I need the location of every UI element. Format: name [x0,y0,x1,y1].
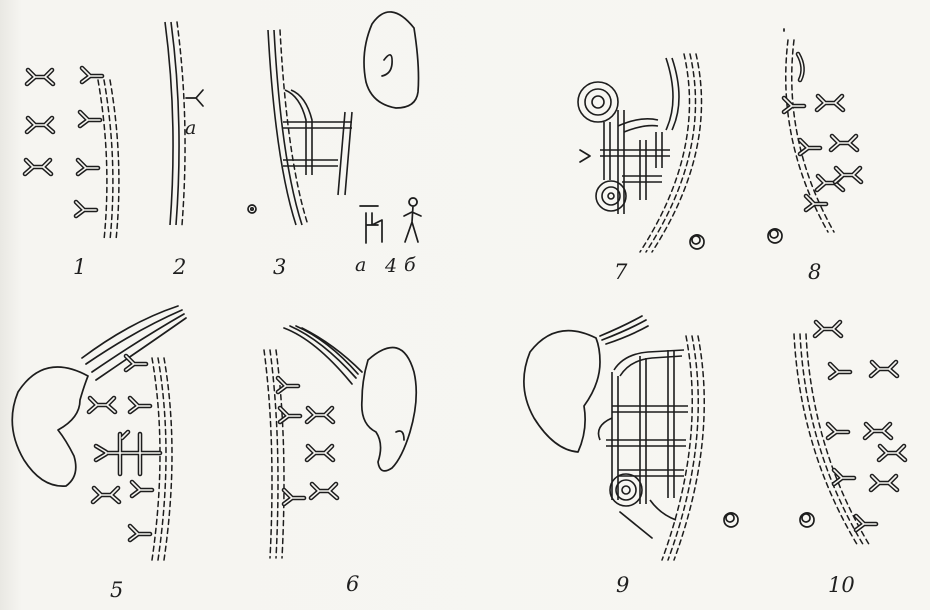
figure-4-drawing [360,198,421,243]
figure-label-6: 6 [346,574,359,595]
figure-label-3: 3 [273,257,286,278]
figure-2-sub-label: a [185,119,196,138]
figure-label-1: 1 [73,257,86,278]
figure-label-7: 7 [614,262,627,283]
figure-label-10: 10 [828,575,855,596]
figure-9-drawing [524,316,738,560]
figure-10-drawing [794,322,905,546]
figure-8-drawing [768,29,861,243]
figure-5-drawing [12,306,186,560]
figure-1-drawing [25,68,119,240]
figure-3-drawing [248,12,419,225]
figure-2-drawing [165,22,203,225]
figure-label-8: 8 [808,262,821,283]
figure-label-2: 2 [173,257,186,278]
figure-7-drawing [578,54,704,252]
figure-4-sub-label-a: а [355,256,366,275]
figure-label-9: 9 [616,575,629,596]
figure-6-drawing [264,326,416,558]
figure-label-4: 4 [385,257,397,276]
figure-label-5: 5 [110,580,123,601]
figure-4-sub-label-b: б [404,256,416,275]
